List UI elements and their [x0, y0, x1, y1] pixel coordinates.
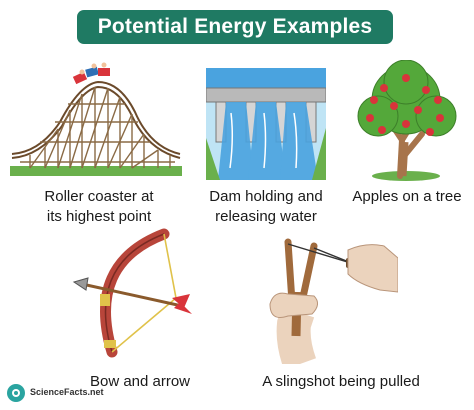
sciencefacts-logo-icon: [7, 384, 25, 402]
roller-coaster-icon: [10, 62, 182, 176]
caption-dam: Dam holding and releasing water: [209, 188, 323, 225]
apple-tree-icon: [357, 60, 457, 181]
caption-roller-coaster: Roller coaster at its highest point: [44, 188, 154, 225]
slingshot-icon: [269, 238, 398, 364]
caption-slingshot: A slingshot being pulled: [262, 373, 420, 390]
page-title: Potential Energy Examples: [77, 10, 393, 44]
sciencefacts-logo: ScienceFacts.net: [6, 383, 104, 405]
caption-apple-tree: Apples on a tree: [352, 188, 462, 205]
dam-icon: [206, 68, 326, 180]
caption-bow-arrow: Bow and arrow: [89, 373, 191, 390]
bow-arrow-icon: [72, 228, 192, 358]
logo-text: ScienceFacts.net: [30, 387, 104, 397]
